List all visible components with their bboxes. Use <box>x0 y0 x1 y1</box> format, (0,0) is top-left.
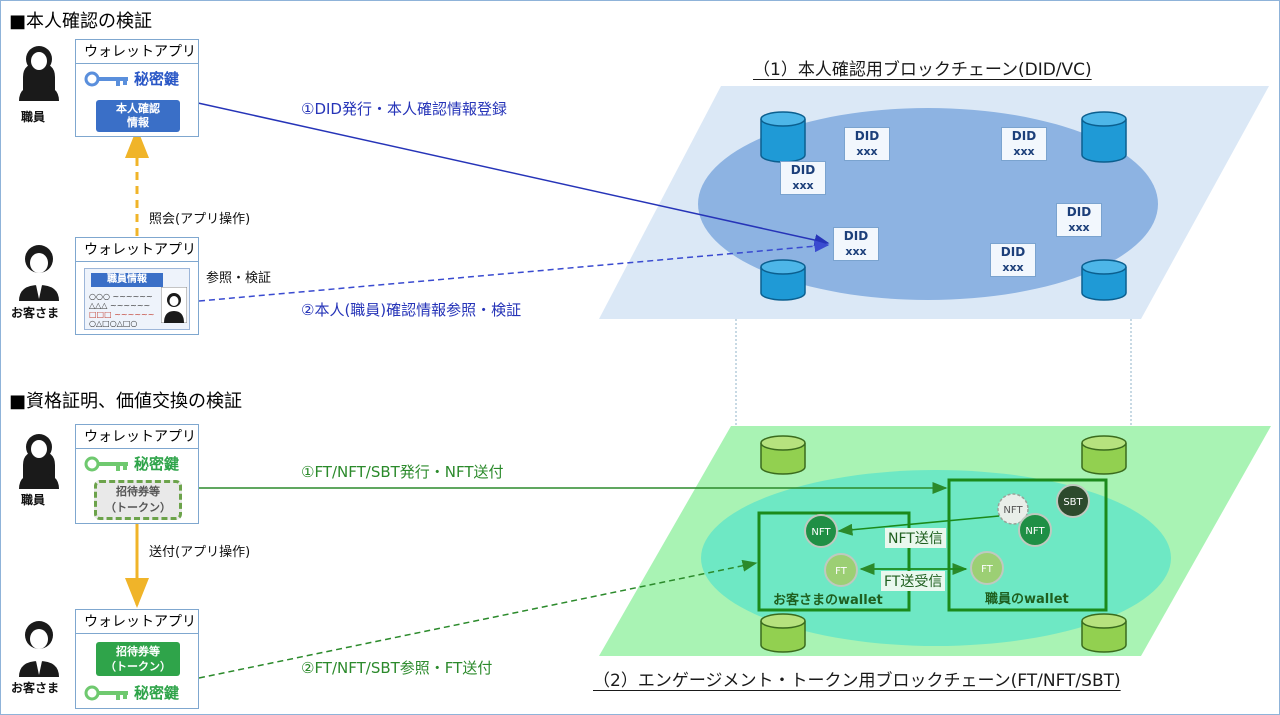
nft-transfer-arrow <box>837 515 1000 536</box>
invite-line1: 招待券等 <box>116 485 160 498</box>
database-icon <box>760 111 806 163</box>
card-info-lines-icon: ○○○ ~~~~~~ △△△ ~~~~~~ □□□ ~~~~~~ ○△□○△□○ <box>89 292 154 327</box>
private-key-label: 秘密鍵 <box>134 684 180 702</box>
nft-ghost-coin-icon: NFT <box>997 493 1029 525</box>
staff-wallet-app: ウォレットアプリ 秘密鍵 招待券等 （トークン） <box>75 424 199 524</box>
identity-info-line1: 本人確認 <box>116 102 160 115</box>
customer-wallet-app: ウォレットアプリ 招待券等 （トークン） 秘密鍵 <box>75 609 199 709</box>
staff-wallet-app: ウォレットアプリ 秘密鍵 本人確認 情報 <box>75 39 199 137</box>
staff-person-icon <box>19 434 59 489</box>
invite-ticket-token[interactable]: 招待券等 （トークン） <box>94 480 182 520</box>
ref-verify-label: 参照・検証 <box>206 271 272 286</box>
wallet-app-title: ウォレットアプリ <box>76 425 198 449</box>
private-key-row: 秘密鍵 <box>84 682 179 703</box>
svg-text:○○○ ~~~~~~: ○○○ ~~~~~~ <box>89 292 153 301</box>
svg-text:SBT: SBT <box>1063 497 1083 508</box>
database-icon <box>1081 435 1127 475</box>
private-key-label: 秘密鍵 <box>134 70 180 88</box>
ft-ref-arrow <box>198 559 758 679</box>
staff-id-card[interactable]: 職員情報 ○○○ ~~~~~~ △△△ ~~~~~~ □□□ ~~~~~~ ○△… <box>84 268 190 330</box>
green-key-icon <box>84 685 128 700</box>
private-key-row: 秘密鍵 <box>84 453 179 474</box>
identity-info-line2: 情報 <box>127 116 149 129</box>
svg-text:NFT: NFT <box>1003 505 1023 516</box>
nft-coin-icon: NFT <box>1018 513 1052 547</box>
ft-ref-label: ②FT/NFT/SBT参照・FT送付 <box>301 659 493 677</box>
svg-text:○△□○△□○: ○△□○△□○ <box>89 319 137 327</box>
send-label: 送付(アプリ操作) <box>149 545 251 560</box>
staff-wallet-frame <box>947 478 1108 612</box>
database-icon <box>760 435 806 475</box>
staff-card-title: 職員情報 <box>91 273 163 287</box>
customer-label: お客さま <box>11 681 60 695</box>
svg-text:FT: FT <box>981 564 994 575</box>
svg-text:NFT: NFT <box>811 527 831 538</box>
customer-wallet-frame <box>757 511 911 612</box>
svg-text:△△△ ~~~~~~: △△△ ~~~~~~ <box>89 301 150 310</box>
database-icon <box>1081 111 1127 163</box>
sbt-coin-icon: SBT <box>1056 484 1090 518</box>
database-icon <box>760 613 806 653</box>
customer-person-icon <box>19 245 59 301</box>
invite-line2: （トークン） <box>105 501 171 514</box>
invite-token-button[interactable]: 招待券等 （トークン） <box>96 642 180 676</box>
customer-wallet-app: ウォレットアプリ 職員情報 ○○○ ~~~~~~ △△△ ~~~~~~ □□□ … <box>75 237 199 335</box>
svg-text:NFT: NFT <box>1025 526 1045 537</box>
svg-text:□□□ ~~~~~~: □□□ ~~~~~~ <box>89 310 154 319</box>
did-issue-arrow <box>197 102 830 246</box>
ft-coin-icon: FT <box>970 551 1004 585</box>
did-verify-label: ②本人(職員)確認情報参照・検証 <box>301 301 522 319</box>
database-icon <box>760 259 806 301</box>
private-key-label: 秘密鍵 <box>134 455 180 473</box>
card-photo-icon <box>161 287 187 323</box>
identity-info-button[interactable]: 本人確認 情報 <box>96 100 180 132</box>
database-icon <box>1081 259 1127 301</box>
customer-wallet-label: お客さまのwallet <box>773 593 883 608</box>
blue-key-icon <box>84 71 128 86</box>
invite-line2: （トークン） <box>105 660 171 673</box>
wallet-app-title: ウォレットアプリ <box>76 610 198 634</box>
green-key-icon <box>84 456 128 471</box>
customer-label: お客さま <box>11 306 60 320</box>
nft-coin-icon: NFT <box>804 514 838 548</box>
inquiry-label: 照会(アプリ操作) <box>149 212 251 227</box>
wallet-app-title: ウォレットアプリ <box>76 40 198 64</box>
did-verify-arrow <box>198 240 830 302</box>
section-heading-credential: ■資格証明、価値交換の検証 <box>9 391 243 412</box>
staff-wallet-label: 職員のwallet <box>985 592 1069 607</box>
customer-person-icon <box>19 621 59 677</box>
did-chain-title: （1）本人確認用ブロックチェーン(DID/VC) <box>753 60 1092 80</box>
section-heading-identity: ■本人確認の検証 <box>9 11 153 32</box>
staff-label: 職員 <box>21 493 46 507</box>
staff-person-icon <box>19 46 59 101</box>
ft-exchange-label: FT送受信 <box>881 571 946 591</box>
staff-label: 職員 <box>21 110 46 124</box>
ft-issue-label: ①FT/NFT/SBT発行・NFT送付 <box>301 463 504 481</box>
database-icon <box>1081 613 1127 653</box>
ft-coin-icon: FT <box>824 553 858 587</box>
nft-send-label: NFT送信 <box>885 528 946 548</box>
private-key-row: 秘密鍵 <box>84 68 179 89</box>
token-chain-title: （2）エンゲージメント・トークン用ブロックチェーン(FT/NFT/SBT) <box>593 671 1121 691</box>
did-issue-label: ①DID発行・本人確認情報登録 <box>301 100 507 118</box>
invite-line1: 招待券等 <box>116 645 160 658</box>
wallet-app-title: ウォレットアプリ <box>76 238 198 262</box>
svg-text:FT: FT <box>835 566 848 577</box>
